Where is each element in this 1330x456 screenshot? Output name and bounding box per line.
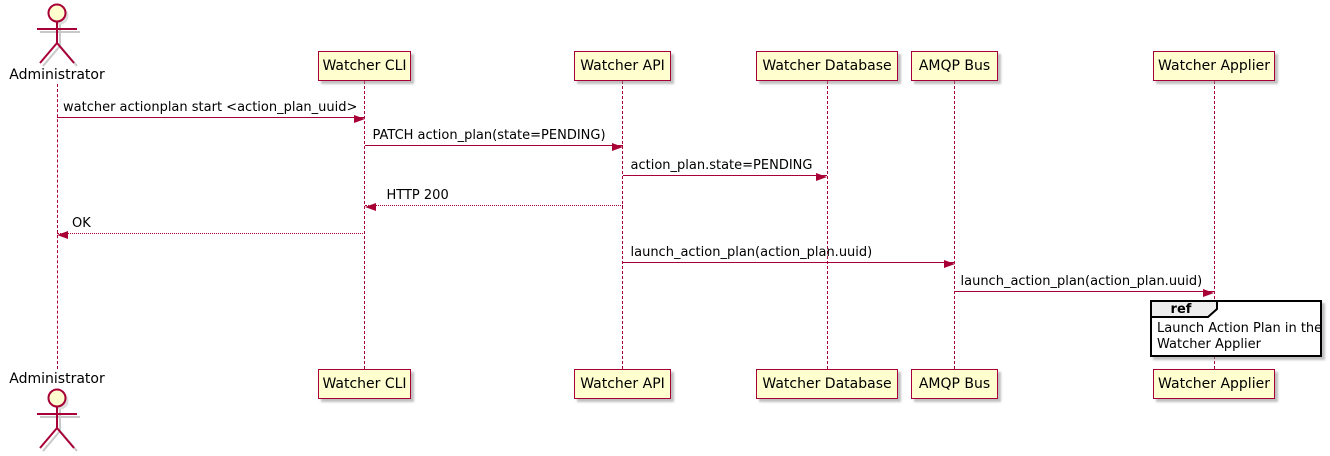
ref-fragment: ref Launch Action Plan in the Watcher Ap… <box>1150 300 1322 357</box>
lifeline-administrator <box>56 84 58 369</box>
message-label: launch_action_plan(action_plan.uuid) <box>960 274 1203 289</box>
ref-keyword: ref <box>1170 302 1192 317</box>
message-actionplan-start: watcher actionplan start <action_plan_uu… <box>57 100 365 123</box>
message-launch-action-plan-amqp: launch_action_plan(action_plan.uuid) <box>622 245 955 268</box>
ref-header-shape <box>1150 300 1218 318</box>
arrowhead-right-icon <box>1203 288 1214 297</box>
message-label: PATCH action_plan(state=PENDING) <box>372 128 606 143</box>
message-line <box>622 175 827 176</box>
message-line <box>57 117 365 118</box>
arrowhead-right-icon <box>943 259 955 268</box>
arrowhead-right-icon <box>816 172 827 181</box>
actor-figure-top <box>37 3 80 67</box>
message-label: launch_action_plan(action_plan.uuid) <box>630 245 873 260</box>
ref-text: Launch Action Plan in the Watcher Applie… <box>1157 321 1322 353</box>
participant-watcher-api-bottom: Watcher API <box>574 369 671 399</box>
message-http-200: HTTP 200 <box>364 188 623 211</box>
message-label: action_plan.state=PENDING <box>630 158 813 173</box>
message-launch-action-plan-applier: launch_action_plan(action_plan.uuid) <box>954 274 1214 297</box>
participant-amqp-bus-bottom: AMQP Bus <box>911 369 998 399</box>
arrowhead-left-icon <box>364 202 376 211</box>
participant-watcher-api-top: Watcher API <box>574 51 671 81</box>
participant-amqp-bus-top: AMQP Bus <box>911 51 998 81</box>
message-label: OK <box>72 216 91 231</box>
lifeline-watcher-cli <box>364 81 365 369</box>
message-label: HTTP 200 <box>386 188 449 203</box>
participant-watcher-cli-top: Watcher CLI <box>318 51 411 81</box>
lifeline-watcher-applier <box>1213 81 1215 369</box>
lifeline-watcher-api <box>622 81 623 369</box>
message-ok: OK <box>57 216 365 239</box>
message-line <box>364 205 623 206</box>
lifeline-watcher-database <box>826 81 828 369</box>
ref-text-line: Launch Action Plan in the <box>1157 321 1323 336</box>
participant-watcher-applier-top: Watcher Applier <box>1153 51 1275 81</box>
arrowhead-right-icon <box>611 142 623 151</box>
actor-label-administrator-top: Administrator <box>9 67 105 83</box>
message-label: watcher actionplan start <action_plan_uu… <box>63 100 358 115</box>
participant-watcher-database-bottom: Watcher Database <box>756 369 898 399</box>
actor-label-administrator-bottom: Administrator <box>9 371 105 387</box>
message-action-plan-state: action_plan.state=PENDING <box>622 158 827 181</box>
participant-watcher-database-top: Watcher Database <box>756 51 898 81</box>
participant-watcher-cli-bottom: Watcher CLI <box>318 369 411 399</box>
message-line <box>954 291 1214 292</box>
lifeline-amqp-bus <box>954 81 955 369</box>
actor-figure-bottom <box>37 388 80 452</box>
participant-watcher-applier-bottom: Watcher Applier <box>1153 369 1275 399</box>
ref-text-line: Watcher Applier <box>1157 337 1261 352</box>
arrowhead-right-icon <box>353 114 365 123</box>
message-line <box>57 233 365 234</box>
message-line <box>364 145 623 146</box>
message-line <box>622 262 955 263</box>
message-patch-action-plan: PATCH action_plan(state=PENDING) <box>364 128 623 151</box>
arrowhead-left-icon <box>57 230 68 239</box>
